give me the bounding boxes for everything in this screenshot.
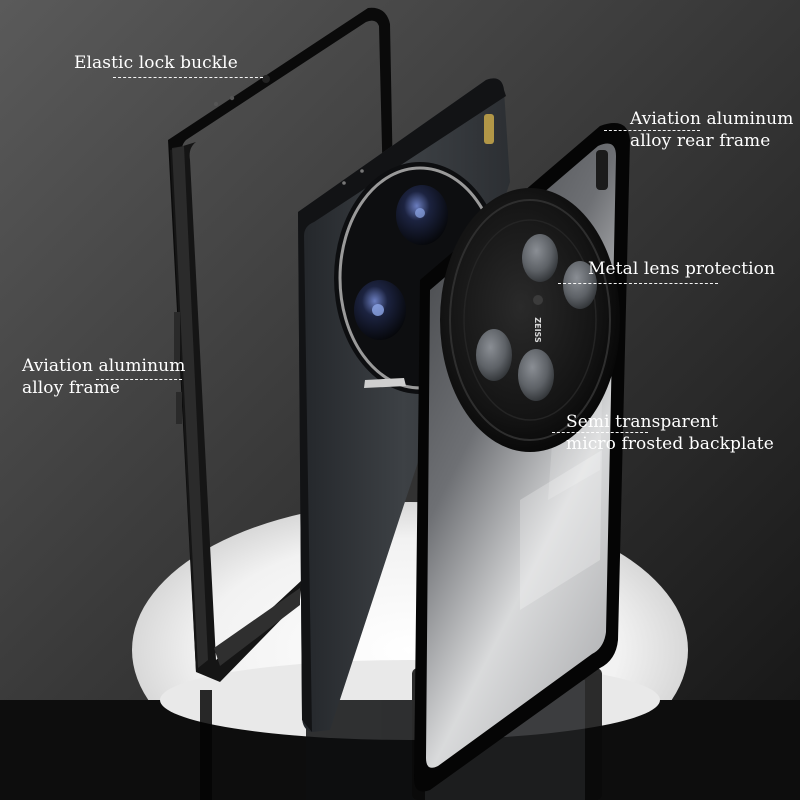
aluminum-frame [168,7,393,682]
callout-text: Elastic lock buckle [74,53,238,73]
leader-line [552,432,648,433]
callout-text: Metal lens protection [588,259,776,279]
lens-cutout-right [563,261,597,309]
metal-lens-protector [440,188,620,452]
callout-metal-lens-protection: Metal lens protection [588,258,775,280]
callout-text-line-1: Semi transparent [566,412,719,432]
callout-aviation-frame: Aviation aluminum alloy frame [22,355,185,399]
lens-cutout-top [522,234,558,282]
leader-line [604,130,700,131]
leader-line [558,283,718,284]
lens-cutout-left [476,329,512,381]
callout-text-line-2: alloy frame [22,378,121,398]
callout-text-line-2: micro frosted backplate [566,434,774,454]
callout-elastic-lock-buckle: Elastic lock buckle [74,52,238,74]
callout-aviation-rear-frame: Aviation aluminum alloy rear frame [630,108,793,152]
lens-cutout-bottom [518,349,554,401]
leader-line [96,379,182,380]
callout-text-line-1: Aviation aluminum [630,109,794,129]
callout-semi-transparent-backplate: Semi transparent micro frosted backplate [566,411,774,455]
leader-line [113,77,263,78]
zeiss-logo: ZEISS [533,317,542,343]
rear-frame-with-backplate: ZEISS [414,123,630,792]
callout-text-line-1: Aviation aluminum [22,356,186,376]
callout-text-line-2: alloy rear frame [630,131,771,151]
